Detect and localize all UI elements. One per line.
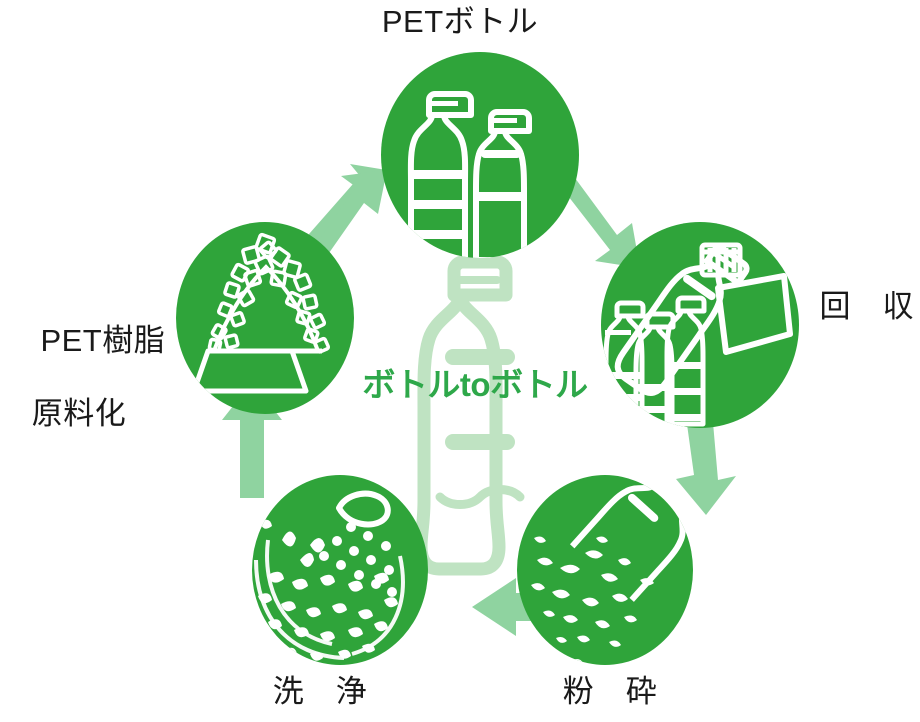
center-tagline: ボトルtoボトル	[362, 366, 588, 403]
two-pet-bottles-icon	[407, 91, 532, 258]
stage-label-collection: 回 収	[819, 289, 914, 324]
stage-label-resin-line2: 原料化	[31, 395, 127, 431]
arrow-collection-to-crushing	[676, 411, 736, 515]
stage-circle-pet-bottle	[381, 52, 579, 258]
arrow-crushing-to-washing	[472, 578, 540, 636]
stage-circle-resin	[176, 222, 354, 414]
stage-label-resin-line1: PET樹脂	[40, 322, 166, 358]
center-bottle-watermark	[414, 255, 525, 576]
stage-label-pet-bottle: PETボトル	[381, 4, 539, 39]
stage-label-crushing: 粉 砕	[562, 674, 658, 709]
arrow-pet-to-collection	[565, 178, 640, 268]
stage-circle-collection	[601, 222, 799, 428]
stage-circle-washing	[252, 475, 428, 665]
stage-label-resin: PET樹脂 原料化	[4, 286, 165, 505]
stage-circle-crushing	[517, 475, 693, 665]
stage-label-washing: 洗 浄	[272, 674, 368, 709]
flakes-washing-shower-icon	[254, 490, 405, 661]
pellet-pile-tray-icon	[191, 232, 331, 394]
arrow-resin-to-pet	[302, 164, 387, 263]
